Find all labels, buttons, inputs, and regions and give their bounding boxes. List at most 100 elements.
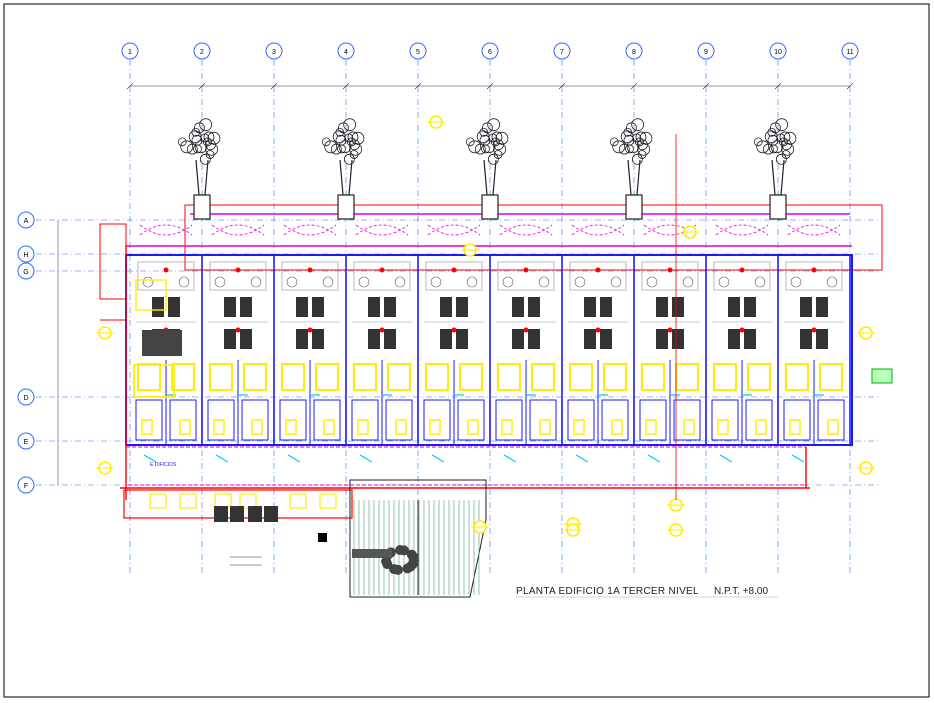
living-room — [425, 261, 483, 291]
bed — [168, 297, 180, 317]
column-axis-bubble — [697, 42, 715, 60]
column-axis-bubble — [193, 42, 211, 60]
column-axis-bubble — [121, 42, 139, 60]
row-axis-label: F — [24, 483, 28, 490]
wiring-run — [355, 224, 409, 236]
row-axis-bubble — [17, 262, 35, 280]
bathroom — [639, 399, 667, 441]
bed — [656, 297, 668, 317]
roof-tree-foliage — [392, 564, 403, 575]
bathroom — [385, 399, 413, 441]
kitchen-counter — [497, 363, 521, 391]
dimension-tick — [702, 82, 710, 90]
apartment-unit — [495, 224, 563, 463]
bed — [512, 329, 524, 349]
tree-canopy-leaf — [769, 122, 781, 134]
column-axis-bubble — [625, 42, 643, 60]
tree-canopy-leaf — [205, 142, 219, 156]
kitchen-counter — [209, 363, 233, 391]
stair-landing — [871, 368, 893, 384]
kitchen-counter — [531, 363, 555, 391]
apartment-unit — [207, 224, 275, 463]
bed — [512, 297, 524, 317]
tree-canopy-leaf — [193, 122, 205, 134]
tree-planter — [193, 194, 211, 220]
tree-canopy-leaf — [495, 131, 509, 145]
wiring-run — [715, 224, 769, 236]
bed — [296, 329, 308, 349]
bed — [584, 297, 596, 317]
tree-canopy-leaf — [770, 140, 784, 154]
bed — [456, 297, 468, 317]
tree-canopy-leaf — [623, 134, 635, 146]
service-room — [135, 279, 167, 311]
fixture-mark — [359, 454, 373, 463]
bed — [672, 329, 684, 349]
row-axis-bubble — [17, 432, 35, 450]
outlet — [235, 267, 241, 273]
tree-canopy-leaf — [180, 140, 194, 154]
kitchen-counter — [641, 363, 665, 391]
wiring-run — [499, 224, 553, 236]
tree-canopy-leaf — [191, 127, 201, 137]
tree-canopy-leaf — [482, 140, 496, 154]
table — [646, 276, 658, 288]
tree-canopy-leaf — [612, 140, 626, 154]
living-room — [209, 261, 267, 291]
wiring-run — [355, 224, 409, 236]
toilet — [323, 419, 335, 435]
roof-tree-trunk — [352, 549, 392, 558]
table — [790, 276, 802, 288]
tree-canopy-leaf — [781, 142, 795, 156]
bathroom — [423, 399, 451, 441]
bed — [728, 297, 740, 317]
bed — [384, 297, 396, 317]
apartment-unit — [423, 224, 491, 463]
table — [574, 276, 586, 288]
tree-planter — [625, 194, 643, 220]
bed — [240, 297, 252, 317]
table — [682, 276, 694, 288]
bed — [600, 297, 612, 317]
bed — [224, 297, 236, 317]
column-axis-bubble — [553, 42, 571, 60]
wiring-run — [499, 224, 553, 236]
lower-annex — [123, 479, 487, 598]
column-axis-label: 10 — [774, 49, 782, 56]
kitchen-counter — [819, 363, 843, 391]
bed — [440, 297, 452, 317]
fixture-mark — [719, 454, 733, 463]
apartment-unit — [351, 224, 419, 463]
dimension-tick — [126, 82, 134, 90]
outlet — [379, 267, 385, 273]
tree-canopy-leaf — [191, 134, 203, 146]
row-axis-bubble — [17, 476, 35, 494]
tree-canopy-leaf — [177, 137, 187, 147]
annex-fixture — [214, 493, 232, 509]
bathroom — [783, 399, 811, 441]
outlet — [163, 267, 169, 273]
living-room — [785, 261, 843, 291]
table — [466, 276, 478, 288]
fixture-mark — [287, 454, 301, 463]
outlet — [811, 327, 817, 333]
toilet — [467, 419, 479, 435]
tree-canopy-leaf — [199, 118, 213, 132]
west-kitchen — [133, 364, 175, 398]
dimension-tick — [414, 82, 422, 90]
sheet-frame — [3, 3, 930, 698]
tree-canopy-leaf — [639, 131, 653, 145]
apartment-unit — [567, 224, 635, 463]
wiring-run — [571, 224, 625, 236]
row-axis-label: A — [24, 218, 29, 225]
tree-canopy-leaf — [335, 134, 347, 146]
annex-bed — [264, 506, 278, 522]
bed — [744, 329, 756, 349]
bed — [296, 297, 308, 317]
column-axis-label: 5 — [416, 49, 420, 56]
table — [250, 276, 262, 288]
wiring-run — [787, 224, 841, 236]
table — [142, 276, 154, 288]
toilet — [611, 419, 623, 435]
